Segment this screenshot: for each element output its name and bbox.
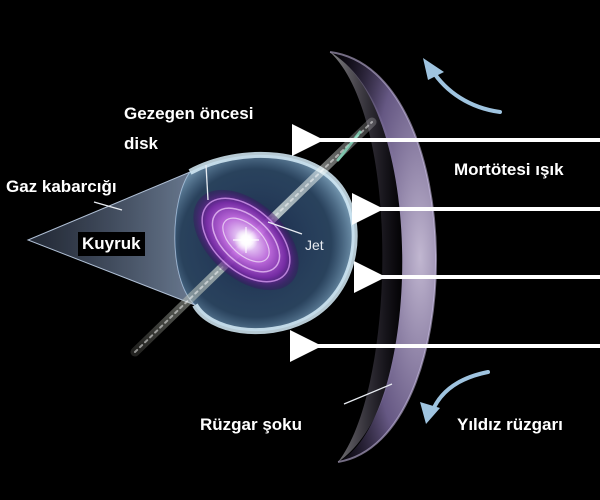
protoplanetary-disk-label-line1: Gezegen öncesi bbox=[124, 104, 254, 123]
bow-shock-arc bbox=[329, 51, 437, 463]
leader-lines bbox=[93, 164, 393, 405]
wind-arrow-bottom bbox=[430, 370, 490, 414]
stellar-wind-arrows bbox=[420, 58, 502, 424]
protoplanetary-disk-label-line2: disk bbox=[124, 134, 159, 153]
stellar-wind-label: Yıldız rüzgarı bbox=[457, 415, 563, 434]
wind-shock-label: Rüzgar şoku bbox=[200, 415, 303, 434]
jet-label: Jet bbox=[305, 237, 324, 253]
leader-jet bbox=[267, 221, 303, 235]
uv-light-arrows bbox=[290, 124, 600, 362]
wind-arrow-top-head bbox=[423, 58, 444, 80]
leader-gas-bubble bbox=[93, 201, 123, 211]
wind-arrow-bottom-head bbox=[420, 402, 440, 424]
star-flare bbox=[233, 227, 259, 253]
uv-light-label: Mortötesi ışık bbox=[450, 158, 568, 182]
wind-arrow-top bbox=[430, 68, 502, 114]
gas-bubble-label: Gaz kabarcığı bbox=[6, 177, 117, 196]
tail-label: Kuyruk bbox=[78, 232, 145, 256]
leader-wind-shock bbox=[343, 383, 393, 405]
leader-disk bbox=[205, 164, 209, 201]
